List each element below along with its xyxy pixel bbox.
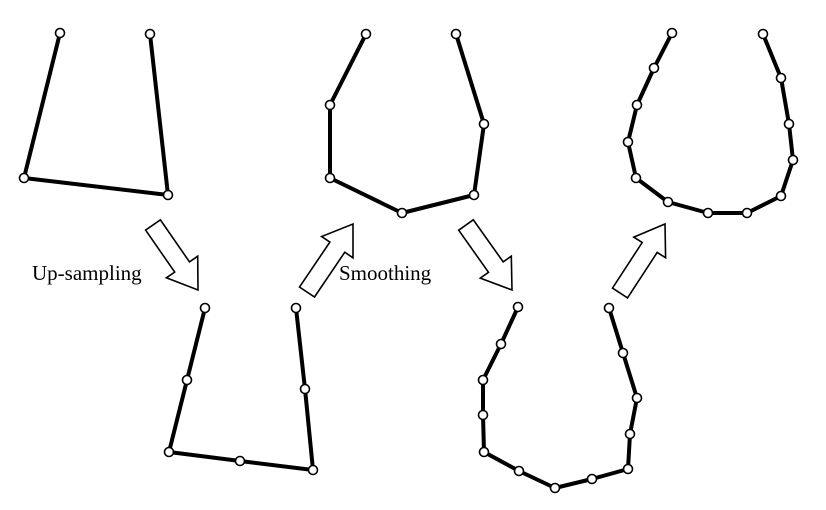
vertex-node [666, 27, 678, 39]
vertex-node [468, 189, 480, 201]
vertex-node [586, 473, 598, 485]
arrow-up-icon-smoothing-2 [611, 222, 667, 300]
vertex-node [450, 28, 462, 40]
vertex-node [622, 136, 634, 148]
vertex-node [181, 374, 193, 386]
vertex-node [290, 302, 302, 314]
vertex-node [163, 446, 175, 458]
vertex-node [622, 463, 634, 475]
vertex-node [549, 482, 561, 494]
arrow-up-icon-smoothing [298, 222, 354, 299]
smoothing-label: Smoothing [339, 261, 432, 285]
vertex-node [631, 99, 643, 111]
vertex-node [513, 465, 525, 477]
polyline-edge [481, 306, 639, 490]
vertex-node [234, 455, 246, 467]
upsampling-label: Up-sampling [32, 261, 142, 285]
shape-5-upsampled [477, 301, 643, 494]
vertex-node [199, 302, 211, 314]
vertex-node [512, 301, 524, 313]
vertex-node [631, 392, 643, 404]
shape-1-initial [18, 27, 174, 201]
vertex-node [477, 374, 489, 386]
vertex-node [775, 190, 787, 202]
vertex-node [478, 446, 490, 458]
polyline-edge [167, 307, 315, 472]
vertex-node [162, 189, 174, 201]
shape-2-smoothed [324, 28, 490, 219]
vertex-node [630, 172, 642, 184]
vertex-node [324, 99, 336, 111]
vertex-node [783, 118, 795, 130]
vertex-node [360, 28, 372, 40]
vertex-node [624, 428, 636, 440]
vertex-node [18, 172, 30, 184]
vertex-node [617, 347, 629, 359]
vertex-node [787, 154, 799, 166]
polyline-edge [626, 32, 795, 215]
vertex-node [144, 28, 156, 40]
vertex-node [307, 464, 319, 476]
vertex-node [54, 27, 66, 39]
vertex-node [662, 196, 674, 208]
vertex-node [702, 207, 714, 219]
shape-3-smoothed [622, 27, 799, 219]
arrow-down-icon-upsampling-2 [457, 218, 513, 292]
arrow-down-icon-upsampling [144, 218, 199, 292]
vertex-node [757, 28, 769, 40]
vertex-node [396, 207, 408, 219]
vertex-node [324, 172, 336, 184]
vertex-node [478, 118, 490, 130]
shape-4-upsampled [163, 302, 319, 476]
vertex-node [495, 338, 507, 350]
polyline-edge [22, 32, 170, 197]
polyline-edge [328, 33, 486, 215]
vertex-node [299, 383, 311, 395]
vertex-node [741, 207, 753, 219]
vertex-node [775, 72, 787, 84]
vertex-node [603, 302, 615, 314]
vertex-node [648, 62, 660, 74]
vertex-node [477, 409, 489, 421]
